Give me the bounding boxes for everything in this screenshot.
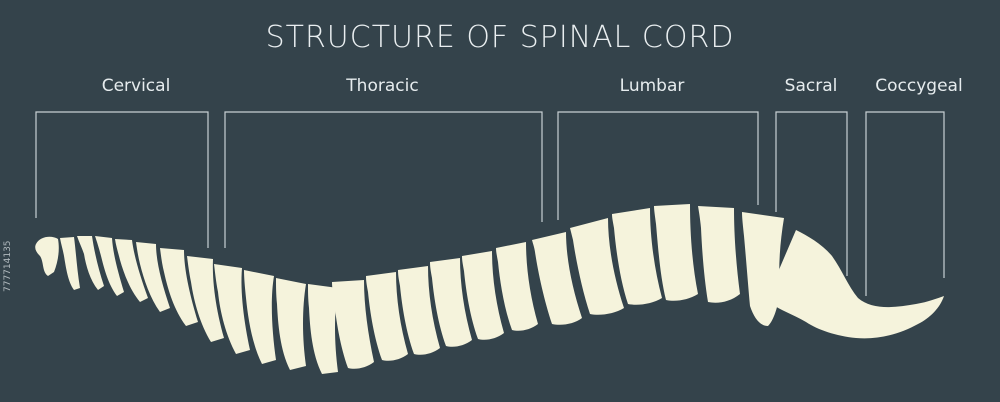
- vertebra: [462, 251, 504, 340]
- vertebra: [308, 284, 338, 374]
- bracket-coccygeal: [865, 111, 945, 296]
- vertebra: [187, 256, 224, 342]
- label-thoracic: Thoracic: [346, 76, 419, 96]
- vertebra: [115, 239, 148, 302]
- diagram-title: STRUCTURE OF SPINAL CORD: [265, 20, 735, 55]
- segment-brackets: [35, 111, 945, 296]
- vertebra: [77, 236, 104, 290]
- bracket-lumbar: [557, 111, 759, 220]
- vertebra: [654, 204, 698, 301]
- vertebra: [332, 280, 374, 369]
- label-sacral: Sacral: [784, 76, 838, 96]
- vertebra: [60, 237, 80, 290]
- vertebra: [214, 264, 250, 354]
- vertebra: [35, 236, 59, 276]
- vertebra: [698, 206, 740, 303]
- bracket-sacral: [775, 111, 848, 276]
- vertebra: [742, 212, 784, 326]
- vertebra: [244, 270, 276, 364]
- bracket-thoracic: [224, 111, 543, 248]
- vertebra: [276, 278, 306, 370]
- vertebra: [612, 208, 662, 305]
- vertebra: [160, 248, 198, 326]
- label-cervical: Cervical: [101, 76, 171, 96]
- vertebra: [532, 232, 582, 325]
- label-lumbar: Lumbar: [619, 76, 685, 96]
- vertebra: [136, 242, 170, 312]
- stock-id-watermark: 777714135: [3, 240, 13, 292]
- vertebra: [430, 258, 472, 347]
- bracket-cervical: [35, 111, 209, 248]
- sacrum-coccyx: [770, 230, 944, 339]
- vertebra: [496, 242, 538, 331]
- label-coccygeal: Coccygeal: [875, 76, 963, 96]
- vertebra: [570, 218, 624, 315]
- vertebrae: [35, 204, 944, 374]
- vertebra: [95, 236, 124, 296]
- vertebra: [366, 272, 408, 361]
- vertebra: [398, 266, 440, 355]
